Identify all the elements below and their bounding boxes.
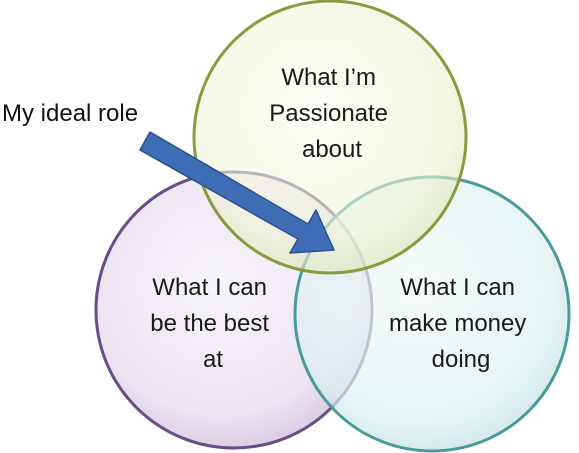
label-passion-line-1: What I’m [281,64,376,91]
label-money-line-2: make money [389,310,526,337]
label-passion-line-2: Passionate [269,100,388,127]
label-money-line-1: What I can [400,274,515,301]
label-money: What I can make money doing [389,274,533,373]
label-passion: What I’m Passionate about [269,64,394,163]
pointer-label: My ideal role [2,100,138,127]
label-best-line-2: be the best [150,310,269,337]
label-best: What I can be the best at [150,274,275,373]
label-passion-line-3: about [302,136,362,163]
label-money-line-3: doing [432,346,491,373]
pointer-arrow [139,131,335,254]
label-best-line-1: What I can [152,274,267,301]
label-best-line-3: at [203,346,223,373]
